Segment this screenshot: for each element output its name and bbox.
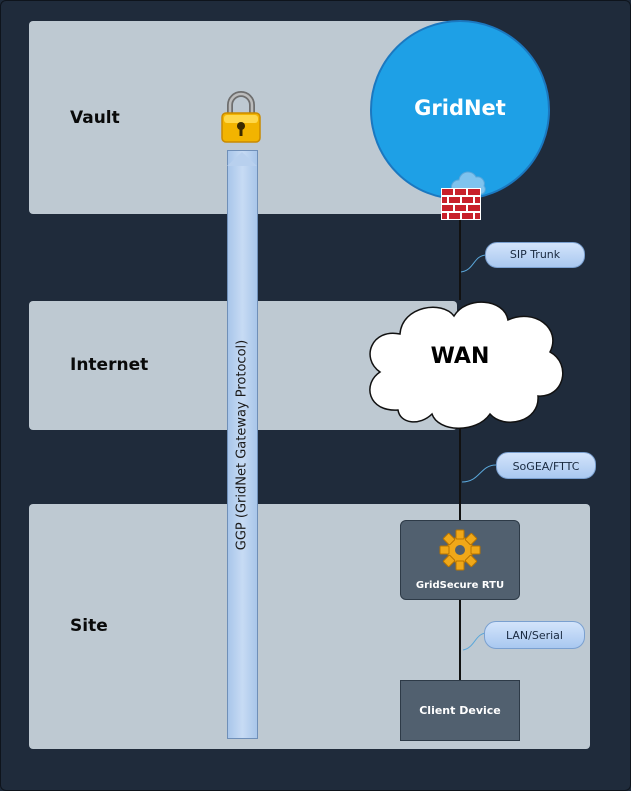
ggp-protocol-bar — [227, 150, 258, 739]
zone-label-vault: Vault — [70, 108, 120, 128]
line-wan-rtu — [459, 428, 461, 520]
gridnet-label: GridNet — [414, 96, 506, 120]
client-device-node — [400, 680, 520, 741]
ggp-protocol-label: GGP (GridNet Gateway Protocol) — [234, 339, 250, 551]
zone-label-internet: Internet — [70, 355, 149, 375]
sogea-callout — [461, 464, 497, 483]
ggp-arrow-tip — [227, 152, 257, 166]
line-gridnet-wan — [459, 215, 461, 300]
firewall-icon — [441, 188, 481, 220]
gridnet-node — [370, 20, 550, 200]
sogea-fttc-tag: SoGEA/FTTC — [496, 452, 596, 479]
zone-label-site: Site — [70, 616, 108, 636]
sip-trunk-tag: SIP Trunk — [485, 242, 585, 268]
padlock-icon — [221, 91, 261, 143]
gridsecure-rtu-label: GridSecure RTU — [415, 580, 505, 591]
wan-label: WAN — [430, 344, 490, 369]
gear-icon — [439, 529, 481, 571]
sip-trunk-callout — [460, 254, 488, 273]
line-rtu-client — [459, 600, 461, 680]
lan-serial-tag: LAN/Serial — [484, 621, 585, 649]
client-device-label: Client Device — [419, 704, 501, 717]
wan-cloud — [369, 301, 564, 429]
